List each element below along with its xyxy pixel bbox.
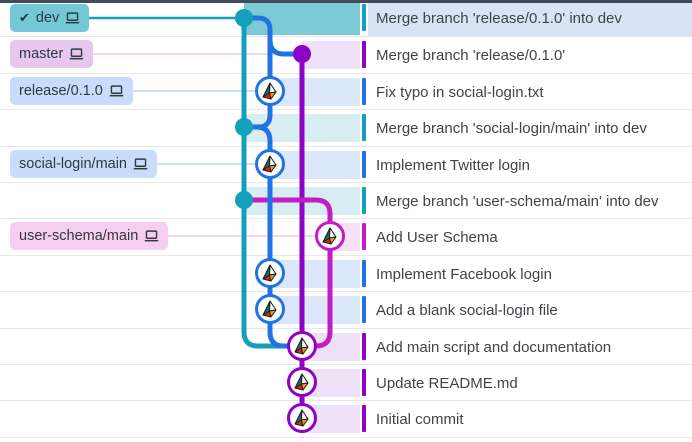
commit-row[interactable]: Merge branch 'release/0.1.0' into dev <box>0 0 692 36</box>
commit-message[interactable]: Merge branch 'release/0.1.0' <box>376 46 566 64</box>
commit-message[interactable]: Merge branch 'user-schema/main' into dev <box>376 192 659 210</box>
branch-color-bar <box>362 187 366 214</box>
branch-color-bar <box>362 4 366 31</box>
commit-row[interactable]: Add main script and documentation <box>0 328 692 365</box>
branch-row-strip <box>302 405 360 433</box>
computer-icon <box>145 230 159 242</box>
checked-out-icon: ✔ <box>19 10 30 25</box>
commit-row[interactable]: Initial commit <box>0 400 692 438</box>
branch-row-strip <box>302 41 360 69</box>
commit-message[interactable]: Update README.md <box>376 374 518 392</box>
branch-row-strip <box>270 296 360 324</box>
branch-name: social-login/main <box>19 156 127 172</box>
commit-row[interactable]: Merge branch 'release/0.1.0' <box>0 36 692 73</box>
branch-row-strip <box>302 369 360 397</box>
branch-label-user-schema[interactable]: user-schema/main <box>10 222 169 250</box>
commit-message[interactable]: Add a blank social-login file <box>376 301 558 319</box>
commit-message[interactable]: Initial commit <box>376 410 464 428</box>
branch-name: user-schema/main <box>19 228 139 244</box>
window-top-border <box>0 0 692 3</box>
branch-color-bar <box>362 369 366 396</box>
commit-message[interactable]: Add User Schema <box>376 228 498 246</box>
commit-message[interactable]: Fix typo in social-login.txt <box>376 83 544 101</box>
branch-color-bar <box>362 151 366 178</box>
commit-message[interactable]: Merge branch 'social-login/main' into de… <box>376 119 647 137</box>
branch-color-bar <box>362 333 366 360</box>
commit-message[interactable]: Implement Twitter login <box>376 156 530 174</box>
commit-row[interactable]: Merge branch 'social-login/main' into de… <box>0 109 692 146</box>
commit-row[interactable]: Update README.md <box>0 364 692 401</box>
branch-row-strip <box>244 187 360 215</box>
branch-color-bar <box>362 223 366 250</box>
branch-name: dev <box>35 10 60 26</box>
commit-row[interactable]: Implement Facebook login <box>0 255 692 292</box>
branch-label-social-login[interactable]: social-login/main <box>10 150 157 178</box>
branch-label-dev[interactable]: ✔ dev <box>10 4 90 32</box>
branch-color-bar <box>362 78 366 105</box>
branch-row-strip <box>270 151 360 179</box>
branch-label-master[interactable]: master <box>10 40 94 68</box>
computer-icon <box>70 48 84 60</box>
branch-color-bar <box>362 114 366 141</box>
branch-color-bar <box>362 41 366 68</box>
branch-color-bar <box>362 260 366 287</box>
commit-message[interactable]: Add main script and documentation <box>376 338 612 356</box>
computer-icon <box>109 85 124 97</box>
branch-label-release[interactable]: release/0.1.0 <box>10 77 133 105</box>
branch-row-strip <box>270 78 360 106</box>
commit-message[interactable]: Implement Facebook login <box>376 265 552 283</box>
computer-icon <box>133 158 148 170</box>
commit-message[interactable]: Merge branch 'release/0.1.0' into dev <box>368 0 692 36</box>
branch-color-bar <box>362 296 366 323</box>
commit-row[interactable]: Merge branch 'user-schema/main' into dev <box>0 182 692 219</box>
branch-color-bar <box>362 405 366 432</box>
commit-row[interactable]: Add a blank social-login file <box>0 291 692 328</box>
branch-name: release/0.1.0 <box>19 83 103 99</box>
branch-row-strip <box>302 333 360 361</box>
branch-row-strip <box>244 114 360 142</box>
branch-row-strip <box>330 223 360 251</box>
branch-name: master <box>19 46 64 62</box>
branch-row-strip <box>244 2 360 35</box>
computer-icon <box>66 12 80 24</box>
branch-row-strip <box>270 260 360 288</box>
